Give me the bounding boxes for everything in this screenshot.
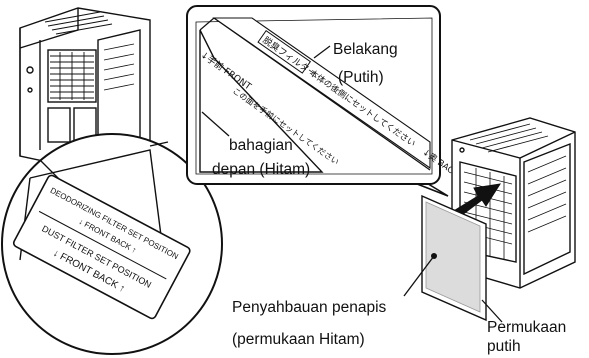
- label-bahagian: bahagian: [229, 137, 293, 154]
- label-permukaan: Permukaan: [487, 319, 567, 336]
- magnifier-circle: DEODORIZING FILTER SET POSITION ↓ FRONT …: [1, 133, 223, 355]
- label-putih-paren: (Putih): [338, 69, 384, 86]
- label-permukaan-hitam: (permukaan Hitam): [232, 331, 365, 348]
- filter-position-label-plate: [12, 174, 191, 320]
- left-purifier-unit: [19, 7, 151, 173]
- label-putih: putih: [487, 338, 521, 355]
- label-belakang: Belakang: [333, 41, 398, 58]
- deodorizing-filter-sheet: [403, 194, 503, 323]
- filter-sheet-front-face: [199, 29, 324, 173]
- label-depan-hitam: depan (Hitam): [212, 161, 311, 178]
- filter-closeup-callout: ↓手前 FRONT 脱臭フィルター 本体の後側にセットしてください ↓奥 BAC…: [186, 5, 461, 197]
- label-penyahbauan-penapis: Penyahbauan penapis: [232, 299, 387, 316]
